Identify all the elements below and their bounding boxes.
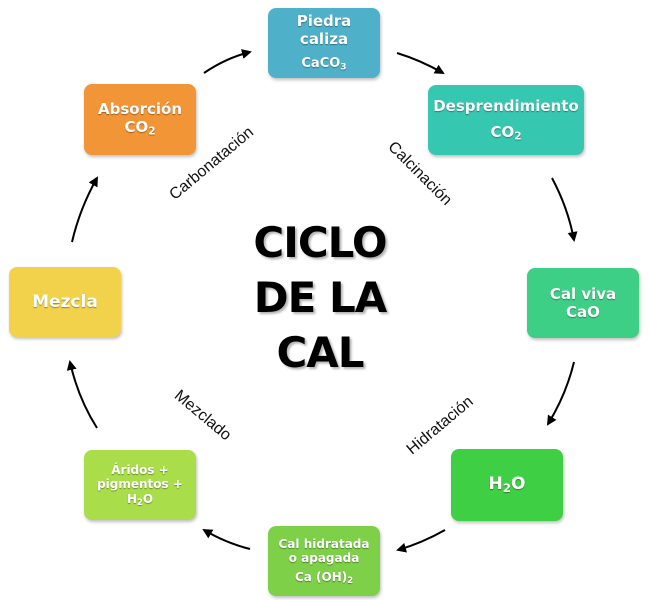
formula-subscript: 2 (137, 496, 143, 507)
node-h2o: H2O (451, 449, 563, 521)
node-formula: H2O (489, 474, 526, 495)
arrow-calviva-to-h2o (546, 361, 575, 426)
diagram-title: CICLO DE LA CAL (230, 215, 410, 380)
node-label: Áridos + (111, 463, 169, 478)
node-mezcla: Mezcla (9, 267, 121, 337)
node-label: caliza (299, 30, 349, 49)
formula-text: O (142, 491, 154, 506)
formula-text: H (126, 491, 137, 506)
formula-text: Ca (OH) (294, 570, 348, 585)
node-label: Cal hidratada (278, 536, 370, 551)
node-cal-hidratada: Cal hidratada o apagada Ca (OH)2 (268, 526, 380, 596)
arrow-absorcion-to-piedra (203, 49, 252, 74)
arrow-h2o-to-hidratada (396, 529, 446, 553)
formula-subscript: 2 (514, 130, 522, 143)
node-label: CaO (566, 303, 600, 321)
node-formula: CO2 (490, 123, 521, 143)
node-label: o apagada (288, 550, 360, 565)
formula-text: CaCO (301, 56, 341, 72)
node-aridos-pigmentos: Áridos + pigmentos + H2O (84, 450, 196, 520)
node-piedra-caliza: Piedra caliza CaCO3 (268, 8, 380, 78)
formula-subscript: 2 (502, 481, 512, 496)
node-label: pigmentos + (97, 477, 183, 492)
arrow-mezcla-to-absorcion (71, 176, 98, 243)
formula-text: O (511, 474, 526, 495)
arrow-aridos-to-mezcla (66, 360, 98, 429)
formula-subscript: 2 (148, 126, 156, 139)
node-label: Mezcla (32, 291, 98, 312)
title-line: CAL (276, 328, 364, 377)
formula-text: CO (490, 122, 515, 141)
node-label: Desprendimiento (433, 96, 579, 115)
node-label: Cal viva (549, 285, 617, 303)
title-line: CICLO (253, 218, 387, 267)
arrow-hidratada-to-aridos (202, 528, 251, 550)
formula-text: H (488, 474, 503, 495)
node-formula: H2O (127, 492, 153, 507)
title-line: DE LA (253, 273, 387, 322)
node-cal-viva: Cal viva CaO (527, 268, 639, 338)
arrow-desprendimiento-to-calviva (551, 177, 578, 242)
node-absorcion: Absorción CO2 (84, 84, 196, 155)
node-label: Absorción (98, 100, 182, 119)
formula-subscript: 3 (340, 62, 347, 73)
node-desprendimiento: Desprendimiento CO2 (428, 85, 584, 155)
node-formula: Ca (OH)2 (295, 570, 353, 585)
formula-text: CO (124, 118, 149, 137)
formula-subscript: 2 (347, 575, 354, 586)
arrow-piedra-to-desprendimiento (396, 52, 445, 74)
node-formula: CO2 (124, 118, 155, 138)
node-label: Piedra (296, 12, 352, 31)
node-formula: CaCO3 (301, 56, 346, 73)
